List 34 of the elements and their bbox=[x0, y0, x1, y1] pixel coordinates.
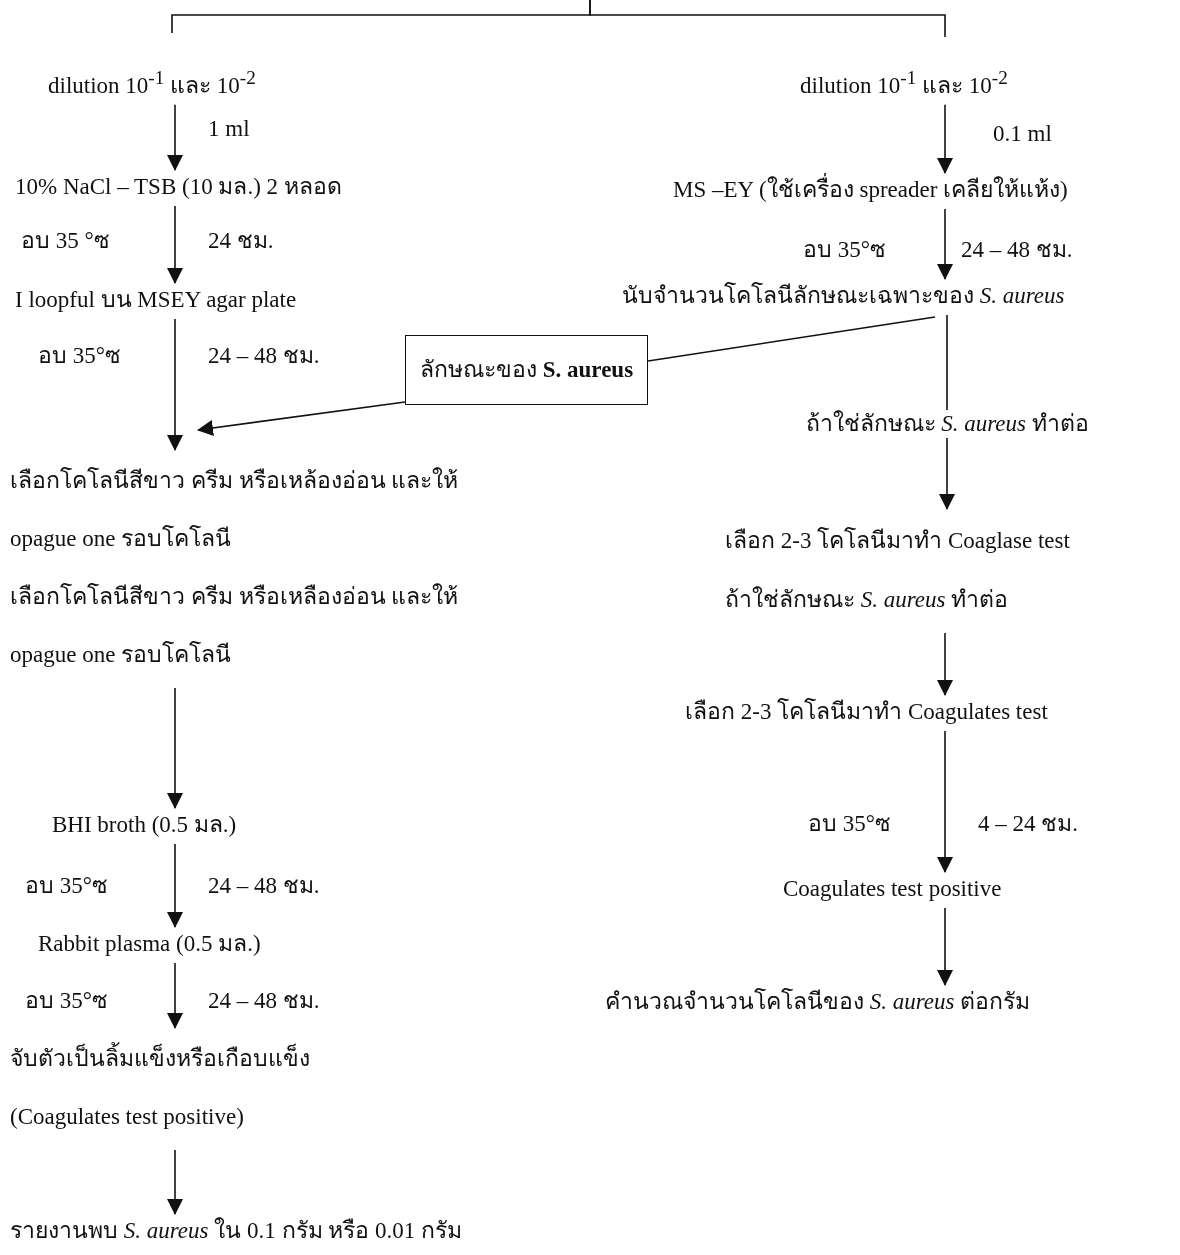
step-text: BHI broth (0.5 มล.) bbox=[52, 810, 237, 840]
step-text: Rabbit plasma (0.5 มล.) bbox=[38, 929, 261, 959]
step-text: Coagulates test positive bbox=[783, 874, 1002, 904]
step-text: ถ้าใช่ลักษณะ S. aureus ทำต่อ bbox=[725, 585, 1010, 614]
arrow bbox=[197, 401, 406, 436]
step-text: dilution 10$^{-1}$ และ 10$^{-2}$ bbox=[48, 63, 256, 101]
arrow bbox=[167, 687, 183, 809]
arrow bbox=[167, 1149, 183, 1215]
step-text: เลือกโคโลนีสีขาว ครีม หรือเหล้องอ่อน และให้ opague one รอบโคโลนี bbox=[10, 466, 460, 553]
step-text: MS –EY (ใช้เครื่อง spreader เคลียให้แห้ง) bbox=[673, 175, 1068, 205]
connector-line bbox=[647, 316, 936, 362]
arrow bbox=[937, 907, 953, 986]
step-text: เลือก 2-3 โคโลนีมาทำ Coaglase test bbox=[725, 526, 1070, 555]
arrow bbox=[937, 103, 953, 174]
step-text: เลือก 2-3 โคโลนีมาทำ Coagulates test bbox=[685, 697, 1048, 727]
step-text: เลือกโคโลนีสีขาว ครีม หรือเหลืองอ่อน และให้ opague one รอบโคโลนี bbox=[10, 582, 460, 669]
arrow bbox=[167, 962, 183, 1029]
step-text: จับตัวเป็นลิ้มแข็งหรือเกือบแข็ง bbox=[10, 1030, 310, 1088]
arrow bbox=[937, 632, 953, 696]
arrow bbox=[937, 730, 953, 873]
step-text: I loopful บน MSEY agar plate bbox=[15, 285, 297, 315]
note-box: ลักษณะของ S. aureus bbox=[405, 335, 649, 405]
arrow bbox=[167, 843, 183, 928]
step-text: dilution 10$^{-1}$ และ 10$^{-2}$ bbox=[800, 63, 1008, 101]
arrow bbox=[167, 205, 183, 284]
arrow bbox=[167, 318, 183, 451]
step-text: รายงานพบ S. aureus ใน 0.1 กรัม หรือ 0.01 กรัม bbox=[10, 1216, 462, 1246]
step-text: นับจำนวนโคโลนีลักษณะเฉพาะของ S. aureus bbox=[622, 281, 1065, 311]
connector-line bbox=[589, 0, 946, 38]
arrow bbox=[167, 103, 183, 171]
step-text: (Coagulates test positive) bbox=[10, 1103, 245, 1131]
arrow bbox=[937, 208, 953, 280]
step-text: 10% NaCl – TSB (10 มล.) 2 หลอด bbox=[15, 172, 342, 202]
step-text: คำนวณจำนวนโคโลนีของ S. aureus ต่อกรัม bbox=[605, 987, 1031, 1017]
